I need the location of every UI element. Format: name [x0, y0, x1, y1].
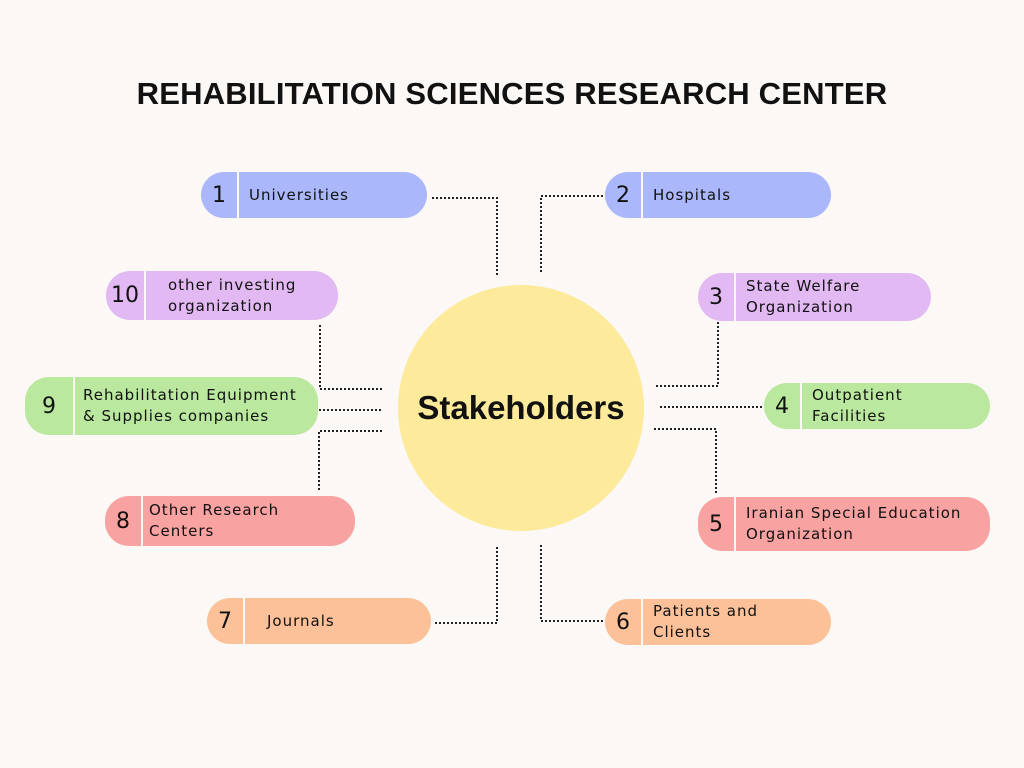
stakeholder-other-investing: 10 other investing organization [106, 271, 338, 320]
pill-divider [734, 273, 736, 321]
pill-divider [144, 271, 146, 320]
stakeholder-number: 10 [111, 283, 139, 308]
stakeholder-label: State Welfare Organization [746, 277, 861, 316]
stakeholder-label: Journals [267, 611, 335, 630]
stakeholder-number: 6 [616, 609, 630, 635]
connector-10 [319, 325, 382, 390]
stakeholder-number: 9 [42, 393, 56, 419]
diagram-title: REHABILITATION SCIENCES RESEARCH CENTER [136, 76, 888, 111]
stakeholders-hub: Stakeholders [398, 285, 644, 531]
stakeholder-patients: 6 Patients and Clients [605, 599, 831, 645]
stakeholder-label: Other Research Centers [149, 501, 280, 540]
stakeholder-label: Universities [249, 185, 350, 204]
connector-1 [432, 197, 498, 275]
pill-divider [641, 599, 643, 645]
connector-6 [540, 545, 603, 622]
stakeholder-label: other investing organization [168, 275, 297, 315]
connector-7 [433, 547, 498, 624]
connector-3 [656, 322, 719, 387]
stakeholder-label: Outpatient Facilities [812, 386, 903, 425]
connector-8 [318, 430, 382, 492]
stakeholder-outpatient: 4 Outpatient Facilities [764, 383, 990, 429]
stakeholder-state-welfare: 3 State Welfare Organization [698, 273, 931, 321]
pill-divider [734, 497, 736, 551]
stakeholder-number: 8 [116, 508, 130, 534]
stakeholder-universities: 1 Universities [201, 172, 427, 218]
stakeholder-special-education: 5 Iranian Special Education Organization [698, 497, 990, 551]
pill-divider [237, 172, 239, 218]
pill-divider [800, 383, 802, 429]
stakeholder-label: Rehabilitation Equipment & Supplies comp… [83, 386, 297, 425]
pill-divider [641, 172, 643, 218]
stakeholder-number: 2 [616, 182, 630, 208]
pill-divider [141, 496, 143, 546]
stakeholder-equipment: 9 Rehabilitation Equipment & Supplies co… [25, 377, 318, 435]
stakeholder-number: 1 [212, 182, 226, 208]
stakeholder-journals: 7 Journals [207, 598, 431, 644]
hub-label: Stakeholders [417, 389, 625, 426]
stakeholder-number: 7 [218, 608, 232, 634]
pill-divider [73, 377, 75, 435]
stakeholder-label: Iranian Special Education Organization [746, 504, 962, 543]
connector-2 [540, 195, 603, 272]
stakeholder-number: 4 [775, 393, 789, 419]
connector-5 [654, 428, 717, 493]
stakeholder-label: Hospitals [653, 185, 732, 204]
stakeholder-label: Patients and Clients [653, 602, 759, 641]
stakeholder-number: 5 [709, 511, 723, 537]
stakeholder-hospitals: 2 Hospitals [605, 172, 831, 218]
stakeholder-other-research: 8 Other Research Centers [105, 496, 355, 546]
stakeholder-number: 3 [709, 284, 723, 310]
pill-divider [243, 598, 245, 644]
